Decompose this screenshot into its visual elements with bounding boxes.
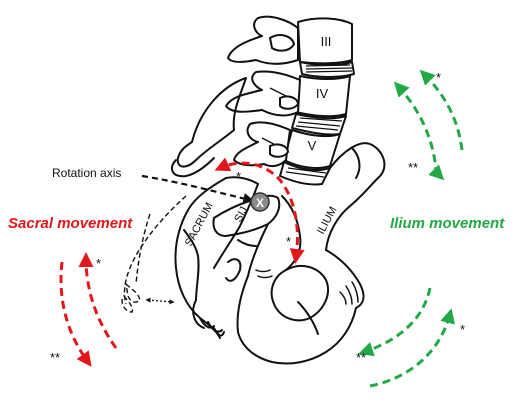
sacrum-displaced-outline: [121, 195, 187, 313]
sacral-arrow-inner: [78, 252, 118, 349]
rotation-axis-arrow: [141, 174, 255, 204]
ilium-arrow-bottom-outer: [358, 287, 432, 357]
star-sacral-single: *: [96, 256, 101, 271]
star-center-top: *: [236, 169, 241, 184]
label-vertebra-4: IV: [316, 86, 329, 101]
vertebra-process-l3: [227, 15, 299, 65]
ilium-arrow-top-inner: [419, 69, 464, 151]
ilium-arrow-bottom-inner: [369, 308, 455, 388]
coccyx: [199, 317, 225, 337]
label-vertebra-3: III: [321, 34, 332, 49]
axis-marker: [250, 192, 270, 212]
star-ilium-bottom-double: **: [356, 350, 366, 365]
star-ilium-top-double: **: [408, 160, 418, 175]
label-vertebra-5: V: [308, 138, 317, 153]
star-ilium-bottom-single: *: [460, 322, 465, 337]
lumbar-spine: [225, 15, 355, 186]
label-ilium-movement: Ilium movement: [390, 215, 505, 232]
sacrum-outline: [174, 177, 227, 339]
sacral-rotation-arrow: [214, 157, 305, 264]
label-rotation-axis: Rotation axis: [52, 166, 121, 180]
iliac-crest: [176, 77, 247, 168]
sacral-arrow-outer: [59, 261, 92, 367]
axis-marker-label: X: [256, 196, 264, 210]
obturator-foramen: [270, 264, 329, 322]
star-center-bottom: *: [286, 234, 291, 249]
star-ilium-top-single: *: [436, 70, 441, 85]
label-sacrum: SACRUM: [183, 201, 216, 249]
vertebra-body-l4: [295, 75, 351, 118]
displacement-arrow: [145, 297, 175, 305]
star-sacral-double: **: [50, 350, 60, 365]
ilium-wing: [325, 142, 386, 251]
vertebra-body-l3: [297, 17, 353, 65]
label-sacral-movement: Sacral movement: [8, 215, 133, 232]
